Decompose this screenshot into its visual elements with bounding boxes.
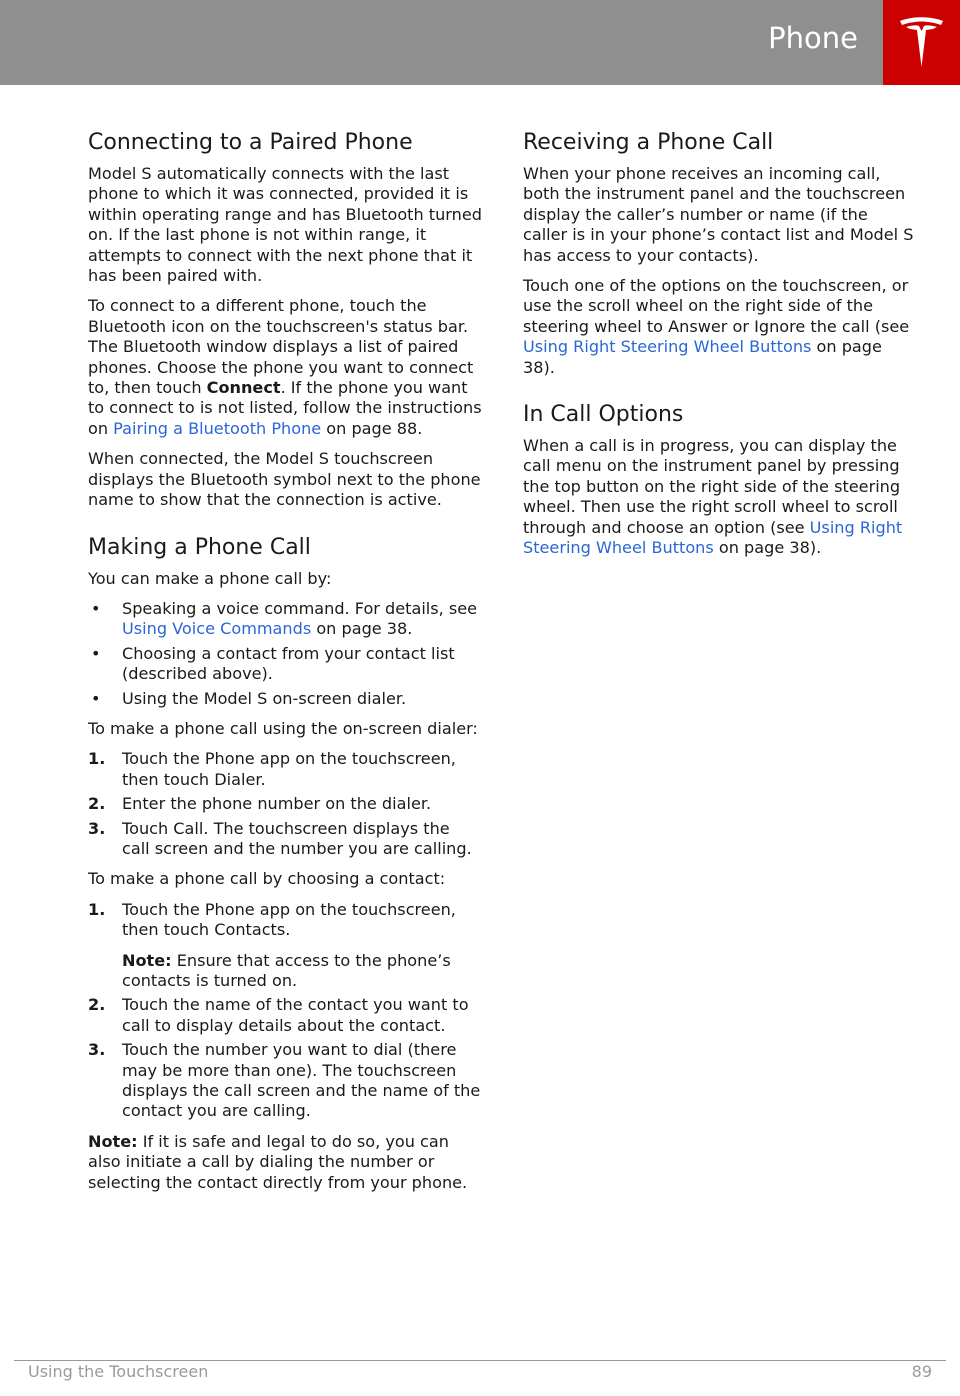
footer-divider	[14, 1360, 946, 1361]
contact-steps: 1.Touch the Phone app on the touchscreen…	[88, 900, 482, 1122]
right-column: Receiving a Phone Call When your phone r…	[523, 128, 917, 569]
making-intro: You can make a phone call by:	[88, 568, 332, 588]
heading-receiving: Receiving a Phone Call	[523, 130, 774, 155]
receiving-paragraph-2: Touch one of the options on the touchscr…	[523, 276, 910, 377]
list-item: 3.Touch the number you want to dial (the…	[88, 1040, 481, 1121]
left-column: Connecting to a Paired Phone Model S aut…	[88, 128, 482, 1203]
page-number: 89	[911, 1362, 932, 1381]
link-pairing-bluetooth[interactable]: Pairing a Bluetooth Phone	[113, 418, 322, 438]
dialer-steps: 1.Touch the Phone app on the touchscreen…	[88, 749, 482, 859]
connecting-paragraph-2: To connect to a different phone, touch t…	[88, 296, 482, 438]
contacts-note: Note: Ensure that access to the phone’s …	[122, 950, 451, 990]
heading-connecting: Connecting to a Paired Phone	[88, 130, 413, 155]
connect-term: Connect	[206, 378, 281, 398]
contact-intro: To make a phone call by choosing a conta…	[88, 869, 446, 889]
in-call-paragraph: When a call is in progress, you can disp…	[523, 436, 903, 558]
making-options-list: •Speaking a voice command. For details, …	[88, 599, 482, 709]
heading-in-call: In Call Options	[523, 402, 684, 428]
safety-note: Note: If it is safe and legal to do so, …	[88, 1131, 468, 1192]
list-item: 1.Touch the Phone app on the touchscreen…	[88, 900, 482, 992]
page-title: Phone	[768, 21, 858, 55]
link-voice-commands[interactable]: Using Voice Commands	[122, 619, 312, 639]
list-item: •Choosing a contact from your contact li…	[91, 643, 455, 684]
list-item: 1.Touch the Phone app on the touchscreen…	[88, 749, 456, 789]
footer-section: Using the Touchscreen	[28, 1362, 209, 1381]
list-item: 2.Enter the phone number on the dialer.	[88, 794, 432, 814]
header-bar: Phone	[0, 0, 960, 85]
list-item: •Using the Model S on-screen dialer.	[91, 688, 407, 708]
list-item: 2.Touch the name of the contact you want…	[88, 995, 469, 1035]
list-item: 3.Touch Call. The touchscreen displays t…	[88, 818, 472, 858]
connecting-paragraph-1: Model S automatically connects with the …	[88, 164, 482, 286]
link-steering-wheel-buttons[interactable]: Using Right Steering Wheel Buttons	[523, 517, 903, 558]
list-item: •Speaking a voice command. For details, …	[91, 598, 478, 639]
heading-making: Making a Phone Call	[88, 534, 311, 560]
link-steering-wheel-buttons[interactable]: Using Right Steering Wheel Buttons	[523, 337, 812, 357]
tesla-logo-icon	[900, 17, 943, 67]
brand-logo	[883, 0, 960, 85]
dialer-intro: To make a phone call using the on-screen…	[88, 718, 478, 738]
receiving-paragraph-1: When your phone receives an incoming cal…	[523, 164, 914, 265]
connecting-paragraph-3: When connected, the Model S touchscreen …	[88, 449, 481, 510]
